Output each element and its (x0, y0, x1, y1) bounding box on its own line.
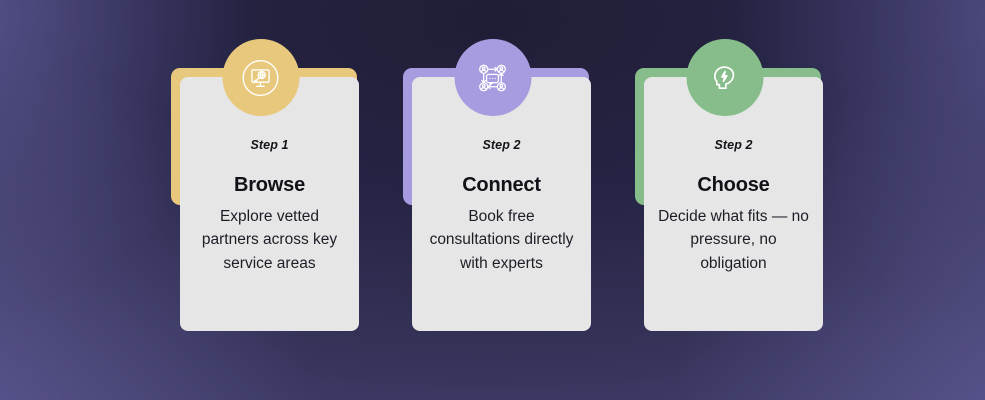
step-card-choose[interactable]: Step 2 Choose Decide what fits — no pres… (635, 39, 823, 331)
step-number-label: Step 1 (250, 138, 289, 152)
step-description: Explore vetted partners across key servi… (201, 207, 338, 273)
step-card-panel: Step 1 Browse Explore vetted partners ac… (180, 77, 359, 331)
step-title: Connect (462, 173, 541, 196)
step-description: Book free consultations directly with ex… (429, 207, 574, 273)
step-number-label: Step 2 (714, 138, 753, 152)
step-card-browse[interactable]: Step 1 Browse Explore vetted partners ac… (171, 39, 359, 331)
people-network-chat-icon (472, 57, 514, 99)
step-card-panel: Step 2 Connect Book free consultations d… (412, 77, 591, 331)
head-lightning-idea-icon (704, 57, 746, 99)
step-badge (222, 39, 299, 116)
monitor-globe-search-icon (240, 57, 282, 99)
step-badge (454, 39, 531, 116)
step-card-connect[interactable]: Step 2 Connect Book free consultations d… (403, 39, 591, 331)
step-description: Decide what fits — no pressure, no oblig… (658, 207, 809, 273)
step-title: Choose (697, 173, 770, 196)
step-number-label: Step 2 (482, 138, 521, 152)
step-title: Browse (233, 173, 306, 196)
step-badge (686, 39, 763, 116)
step-card-panel: Step 2 Choose Decide what fits — no pres… (644, 77, 823, 331)
